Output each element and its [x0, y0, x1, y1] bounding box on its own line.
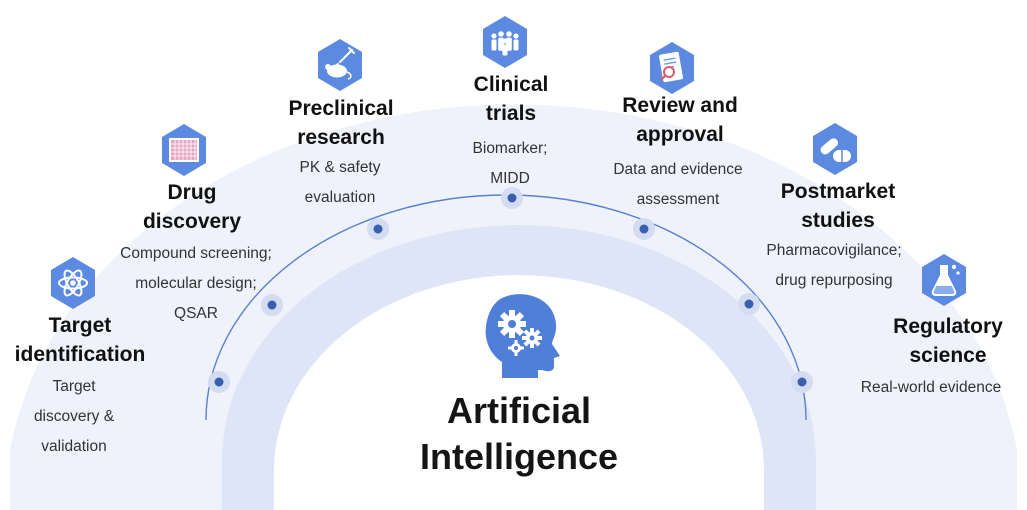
stage-desc-clinical: Biomarker; MIDD	[472, 140, 548, 187]
mouse-syringe-icon	[318, 39, 362, 91]
well-plate-icon	[162, 124, 206, 176]
timeline-node-7	[791, 371, 813, 393]
brain-gears-icon	[485, 294, 560, 378]
stage-title-target: Target identification	[14, 314, 146, 366]
stage-desc-regulatory: Real-world evidence	[860, 379, 1002, 396]
stage-title-postmarket: Postmarket studies	[780, 180, 896, 232]
flask-icon	[922, 254, 966, 306]
timeline-node-4	[501, 187, 523, 209]
stage-title-drug: Drug discovery	[142, 181, 242, 233]
document-magnifier-icon	[650, 42, 694, 94]
timeline-node-5	[633, 218, 655, 240]
stage-desc-preclinical: PK & safety evaluation	[299, 159, 381, 206]
timeline-node-1	[208, 371, 230, 393]
stage-title-regulatory: Regulatory science	[893, 315, 1003, 367]
pills-icon	[813, 123, 857, 175]
stage-desc-postmarket: Pharmacovigilance; drug repurposing	[766, 242, 902, 289]
timeline-node-6	[738, 293, 760, 315]
inner-core	[274, 275, 764, 510]
stage-desc-drug: Compound screening; molecular design; QS…	[120, 245, 272, 322]
timeline-node-3	[367, 218, 389, 240]
atom-icon	[51, 257, 95, 309]
stage-title-preclinical: Preclinical research	[288, 97, 394, 149]
stage-title-review: Review and approval	[622, 94, 738, 146]
center-title: Artificial Intelligence	[419, 390, 619, 477]
stage-title-clinical: Clinical trials	[473, 73, 549, 125]
stage-desc-review: Data and evidence assessment	[613, 161, 743, 208]
people-group-icon	[483, 16, 527, 68]
stage-desc-target: Target discovery & validation	[33, 378, 115, 455]
timeline-node-2	[261, 294, 283, 316]
